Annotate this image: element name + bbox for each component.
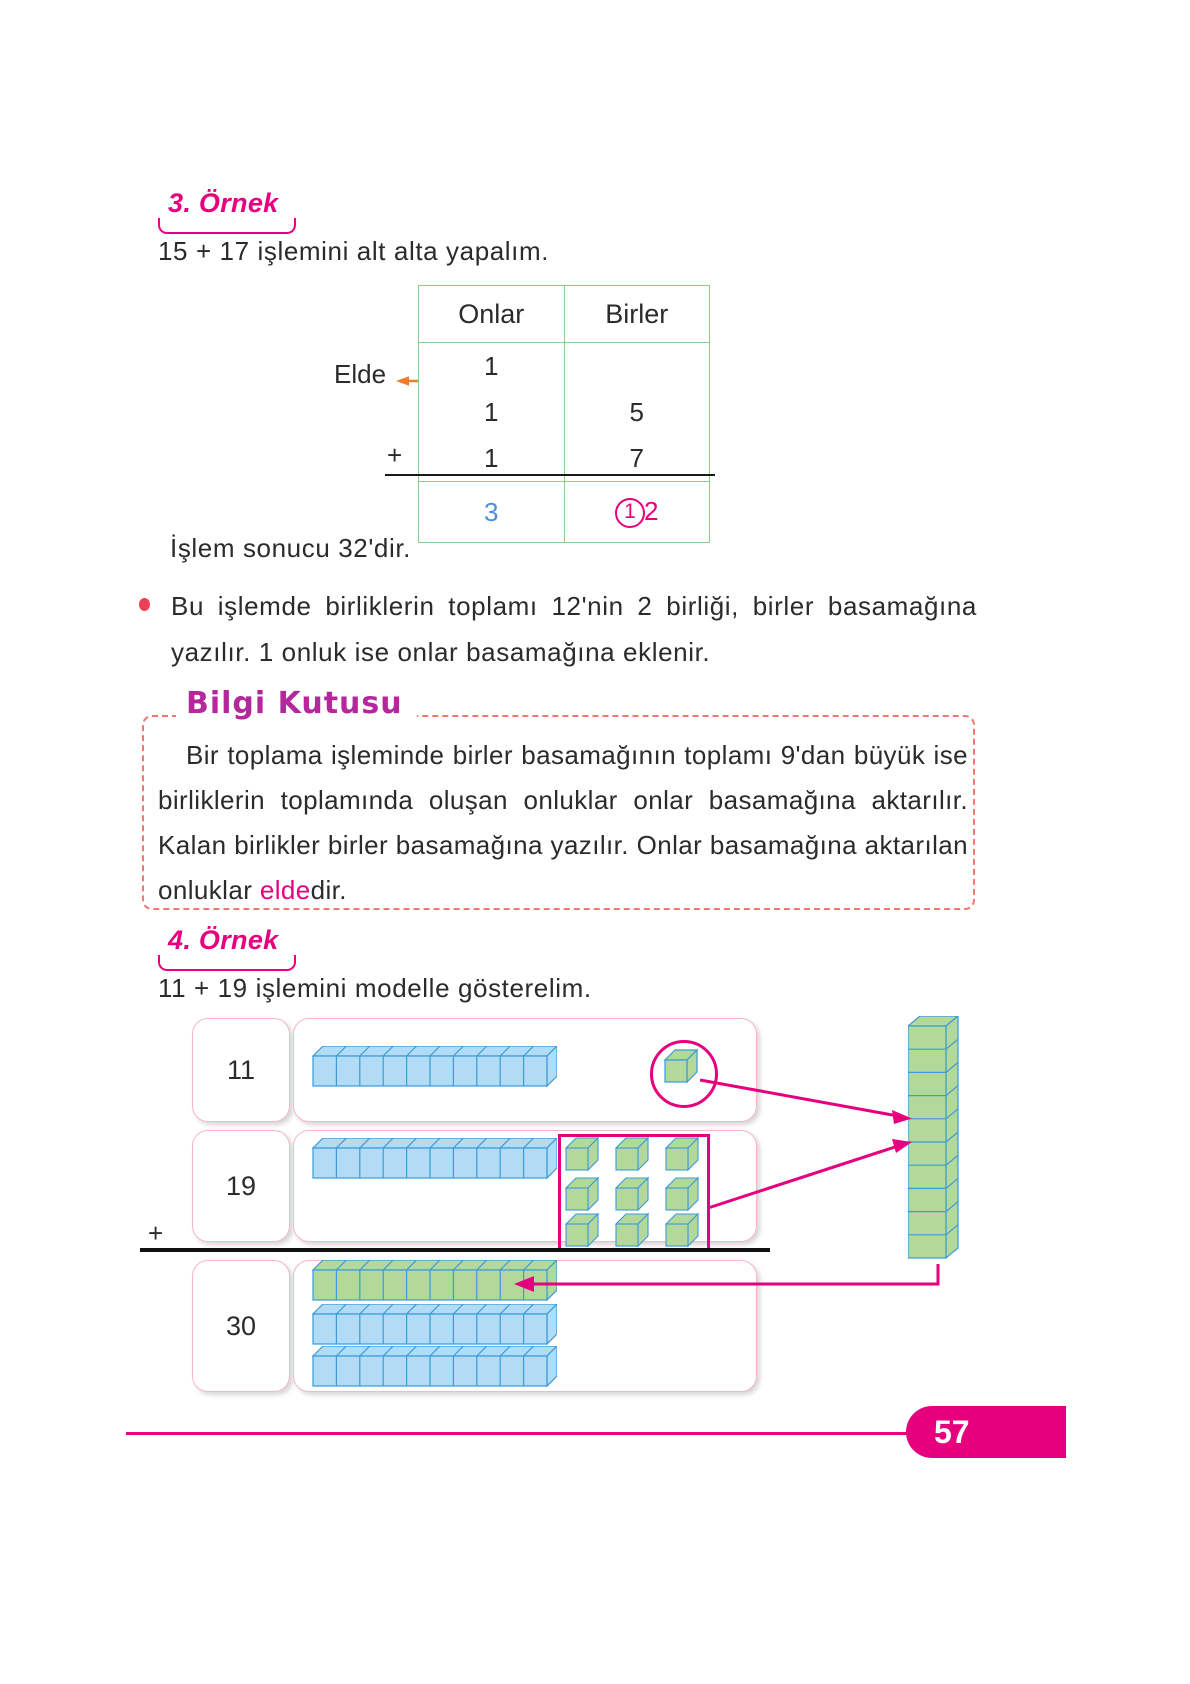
page-number: 57	[906, 1406, 1066, 1458]
addend2-ones: 7	[563, 435, 710, 482]
addend1-tens: 1	[418, 389, 565, 435]
info-box-text: Bir toplama işleminde birler basamağının…	[158, 733, 968, 913]
addend2-tens: 1	[418, 435, 565, 482]
ten-rod-blue-row2	[311, 1138, 557, 1180]
example-3-heading: 3. Örnek	[158, 188, 296, 234]
row-label-19: 19	[192, 1130, 290, 1242]
example-3-label: 3. Örnek	[168, 188, 279, 218]
arrow-unit-to-rod	[700, 1078, 912, 1124]
table-header-row: Onlar Birler	[418, 285, 710, 343]
example-4-underline	[158, 955, 296, 971]
result-carry-circled: 1	[615, 498, 646, 528]
addend-2-row: 1 7	[418, 435, 710, 482]
example-3-underline	[158, 218, 296, 234]
example-3-bullet-text: Bu işlemde birliklerin toplamı 12'nin 2 …	[171, 591, 977, 667]
model-diagram: 11 19 30 +	[140, 1008, 1070, 1408]
ten-rod-blue-row3-a	[311, 1304, 557, 1346]
addend-1-row: 1 5	[418, 389, 710, 435]
carry-label: Elde	[334, 359, 387, 389]
info-text-after: dir.	[310, 875, 347, 905]
info-box	[142, 715, 975, 910]
example-4-label: 4. Örnek	[168, 925, 279, 955]
sum-line	[385, 474, 715, 476]
unit-cubes-group-row2	[564, 1136, 700, 1248]
row-label-30: 30	[192, 1260, 290, 1392]
addition-operator: +	[387, 440, 403, 470]
footer-rule	[126, 1432, 916, 1435]
info-text-before: Bir toplama işleminde birler basamağının…	[158, 740, 968, 905]
example-3-prompt: 15 + 17 işlemini alt alta yapalım.	[158, 236, 550, 266]
carry-ones-blank	[563, 342, 710, 389]
header-tens: Onlar	[418, 285, 565, 343]
row-label-11: 11	[192, 1018, 290, 1122]
ten-rod-blue-row3-b	[311, 1346, 557, 1388]
ten-rod-blue-row1	[311, 1046, 557, 1088]
info-highlight-word: elde	[259, 875, 311, 905]
arrow-nine-units-to-rod	[707, 1139, 912, 1210]
example-4-prompt: 11 + 19 işlemini modelle gösterelim.	[158, 973, 592, 1003]
header-ones: Birler	[563, 285, 710, 343]
vertical-ten-rod-green	[908, 1016, 959, 1260]
result-text: İşlem sonucu 32'dir.	[170, 533, 411, 563]
example-4-heading: 4. Örnek	[158, 925, 296, 971]
model-operator: +	[148, 1218, 164, 1248]
result-tens: 3	[418, 481, 565, 543]
arrow-rod-to-sum	[514, 1264, 940, 1292]
bullet-dot-icon	[139, 598, 150, 611]
addend1-ones: 5	[563, 389, 710, 435]
highlight-circle-unit	[650, 1040, 718, 1108]
info-box-title: Bilgi Kutusu	[176, 686, 417, 721]
sum-rule-line	[140, 1248, 770, 1252]
carry-row: 1	[418, 342, 710, 389]
ten-rod-green-row3	[311, 1260, 557, 1302]
carry-tens-value: 1	[418, 342, 565, 389]
